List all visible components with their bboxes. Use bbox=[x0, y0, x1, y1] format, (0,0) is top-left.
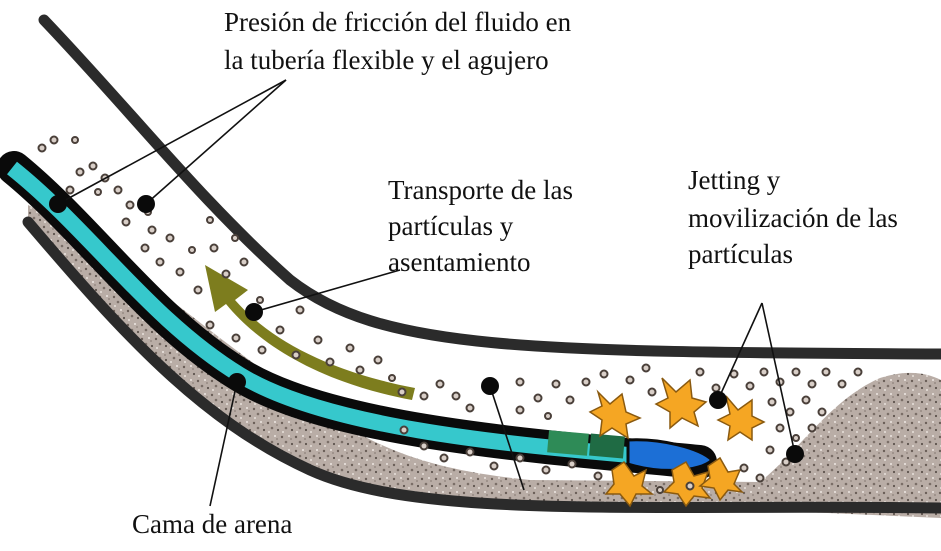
lower-hole-wall bbox=[22, 216, 941, 514]
upper-hole-wall bbox=[38, 14, 941, 360]
transport-label-line2: partículas y bbox=[388, 211, 514, 241]
jetting-label-line1: Jetting y bbox=[688, 165, 781, 195]
transport-label-line1: Transporte de las bbox=[388, 175, 573, 205]
callout-dots bbox=[49, 195, 804, 463]
jet-splash-icon bbox=[588, 377, 766, 508]
bottom-hole-tool bbox=[547, 430, 589, 456]
jet-nozzle bbox=[626, 438, 715, 472]
jetting-label-line2: movilización de las bbox=[688, 203, 898, 233]
coiled-tubing bbox=[7, 161, 641, 464]
friction-label-line1: Presión de fricción del fluido en bbox=[224, 7, 572, 37]
jetting-label-line3: partículas bbox=[688, 239, 793, 269]
transport-label-line3: asentamiento bbox=[388, 247, 531, 277]
suspended-particles bbox=[37, 135, 863, 494]
callout-lines bbox=[57, 79, 796, 507]
friction-label-line2: la tubería flexible y el agujero bbox=[224, 45, 549, 75]
bottom-hole-tool-collar bbox=[589, 433, 625, 459]
sand-bed-label: Cama de arena bbox=[132, 509, 293, 539]
